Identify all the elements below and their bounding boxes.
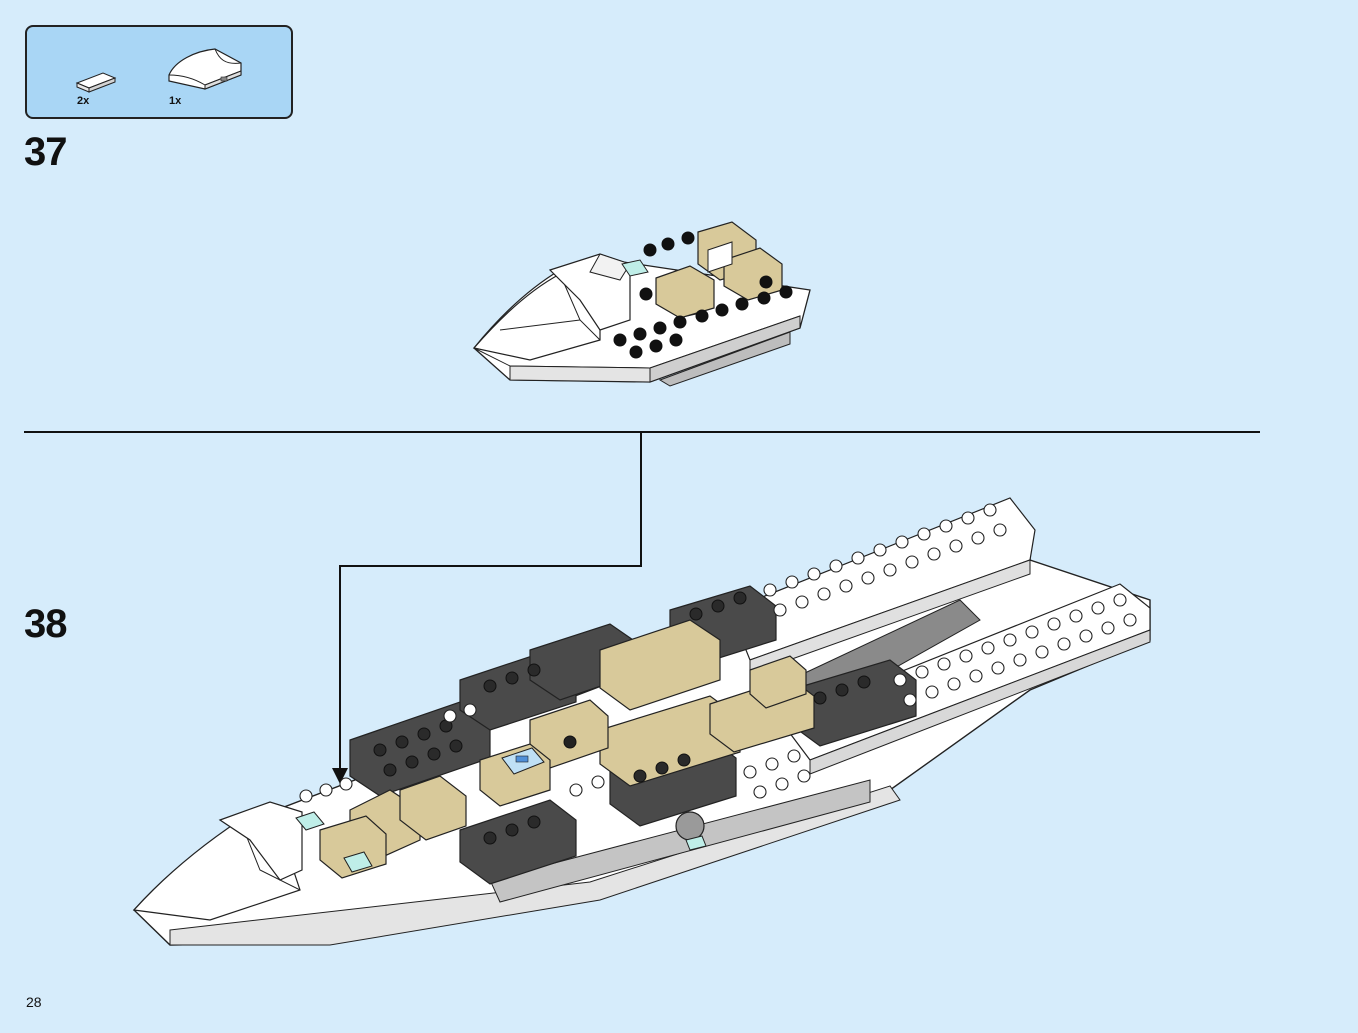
part-qty-tile: 2x	[77, 95, 90, 107]
ship-full-assembly-icon	[132, 497, 1151, 946]
page-number: 28	[26, 994, 42, 1010]
step-number-37: 37	[24, 130, 67, 174]
step-number-38: 38	[24, 602, 67, 646]
ship-front-assembly-icon	[472, 221, 811, 387]
tile-1x2-white-icon	[75, 72, 117, 93]
wedge-curved-white-icon	[168, 48, 242, 90]
arrow-head-icon	[332, 768, 348, 784]
part-qty-wedge: 1x	[169, 95, 182, 107]
parts-callout: 2x 1x	[25, 25, 293, 119]
